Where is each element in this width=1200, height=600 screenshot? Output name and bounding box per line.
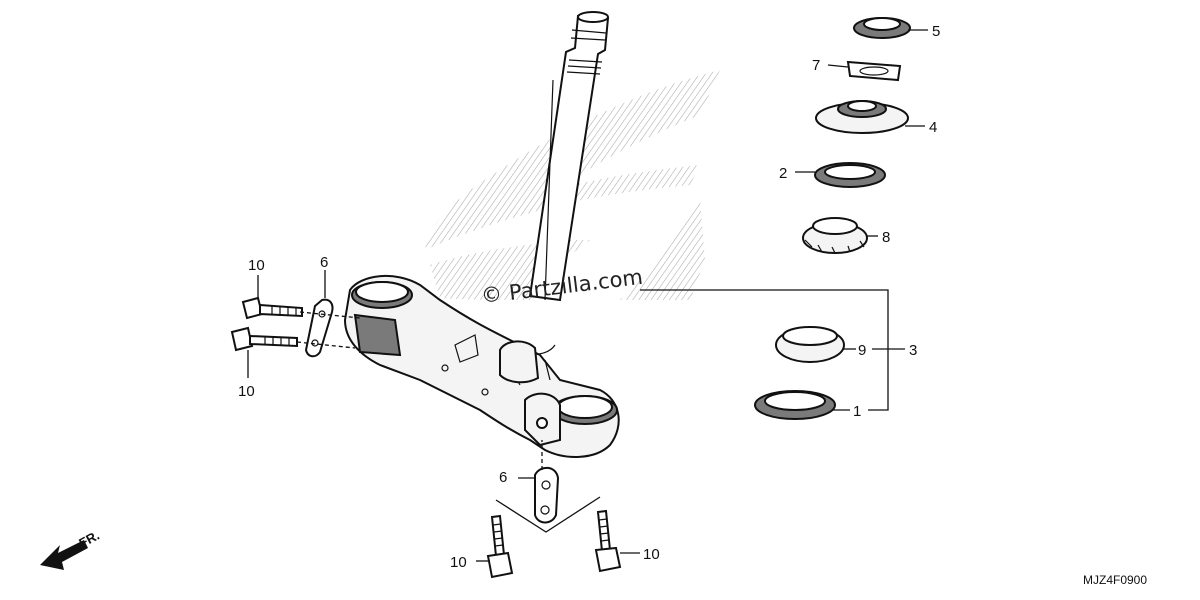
dust-seal-1 bbox=[754, 390, 836, 420]
plate-6-bottom bbox=[534, 466, 560, 524]
callout-5: 5 bbox=[932, 23, 940, 40]
lock-nut-5 bbox=[853, 17, 911, 39]
bearing-8 bbox=[802, 217, 868, 254]
bolt-10-bottom-right bbox=[594, 509, 622, 573]
callout-6-bottom: 6 bbox=[499, 469, 507, 486]
bottom-bridge bbox=[343, 274, 620, 458]
lock-washer-7 bbox=[846, 60, 902, 82]
leader-lines-bottom bbox=[476, 440, 640, 562]
bolt-10-bottom-left bbox=[486, 514, 514, 579]
bolt-10-lower-left bbox=[230, 326, 298, 352]
callout-10-lower-left: 10 bbox=[238, 383, 255, 400]
callout-3: 3 bbox=[909, 342, 917, 359]
callout-10-bottom-left: 10 bbox=[450, 554, 467, 571]
callout-9: 9 bbox=[858, 342, 866, 359]
leader-lines-right bbox=[640, 29, 928, 411]
callout-10-bottom-right: 10 bbox=[643, 546, 660, 563]
front-direction-arrow-icon bbox=[40, 540, 88, 570]
callout-1: 1 bbox=[853, 403, 861, 420]
bearing-race-9 bbox=[775, 326, 845, 363]
callout-8: 8 bbox=[882, 229, 890, 246]
callout-7: 7 bbox=[812, 57, 820, 74]
watermark-copyright: © bbox=[480, 282, 504, 308]
steering-stem bbox=[528, 11, 610, 302]
bolt-10-upper-left bbox=[241, 296, 303, 320]
diagram-code: MJZ4F0900 bbox=[1083, 573, 1147, 587]
callout-6-left: 6 bbox=[320, 254, 328, 271]
dust-seal-2 bbox=[814, 162, 886, 188]
callout-2: 2 bbox=[779, 165, 787, 182]
plate-6-left bbox=[304, 298, 334, 358]
adjusting-nut-4 bbox=[815, 100, 909, 134]
leader-lines-left bbox=[247, 270, 361, 378]
callout-10-upper-left: 10 bbox=[248, 257, 265, 274]
callout-4: 4 bbox=[929, 119, 937, 136]
